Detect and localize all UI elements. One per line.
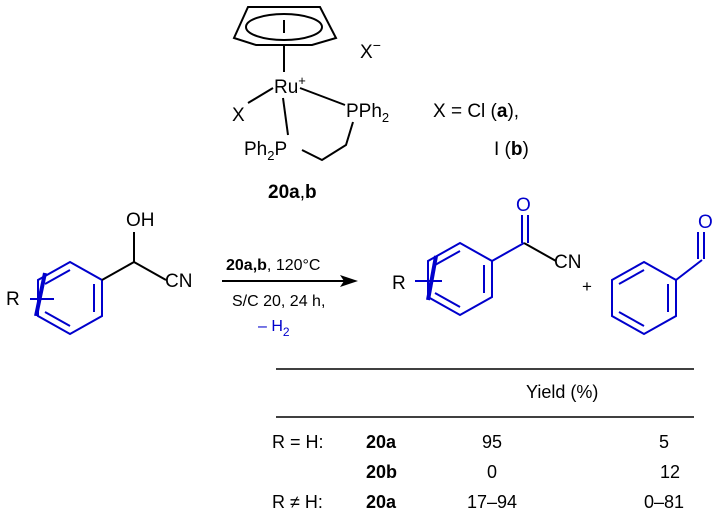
conditions-line3: – H2 — [258, 318, 290, 339]
catalyst-label: 20a,b — [268, 182, 317, 203]
table-row: 20b 0 12 — [366, 462, 680, 482]
substrate-hydroxyl: OH — [126, 210, 155, 231]
ru-atom: Ru+ — [274, 73, 306, 98]
product-benzaldehyde: O — [611, 212, 713, 336]
x-definition-line1: X = Cl (a), — [433, 101, 519, 122]
row-condition: R ≠ H: — [272, 492, 323, 512]
yield-table: Yield (%) R = H: 20a 95 5 20b 0 12 R ≠ H… — [272, 368, 694, 512]
product-benzoyl-cyanide: R O CN — [392, 195, 581, 317]
substrate-nitrile: CN — [165, 271, 192, 292]
product1-benzene-ring — [427, 241, 493, 317]
row-yield-benzoyl-cyanide: 0 — [487, 462, 497, 482]
row-yield-benzaldehyde: 5 — [659, 432, 669, 452]
row-yield-benzoyl-cyanide: 95 — [482, 432, 502, 452]
product1-r-marker — [426, 255, 438, 301]
product1-r-group: R — [392, 273, 406, 294]
row-catalyst: 20a — [366, 492, 397, 512]
ethylene-bridge — [301, 121, 354, 162]
benzene-ring-ligand — [232, 6, 338, 46]
table-header-yield: Yield (%) — [526, 382, 598, 402]
ruthenium-catalyst: Ru+ X− X PPh2 Ph2P X = Cl (a), I (b) 20a… — [232, 6, 529, 203]
row-yield-benzaldehyde: 0–81 — [644, 492, 684, 512]
ru-x-bond — [247, 87, 274, 104]
x-definition-line2: I (b) — [494, 139, 529, 160]
plus-sign: + — [582, 277, 592, 296]
product1-carbonyl-oxygen: O — [516, 195, 531, 216]
product1-nitrile: CN — [554, 252, 581, 273]
row-yield-benzaldehyde: 12 — [660, 462, 680, 482]
product2-aldehyde-oxygen: O — [698, 212, 713, 233]
product2-benzene-ring — [611, 260, 677, 336]
row-condition: R = H: — [272, 432, 324, 452]
table-row: R = H: 20a 95 5 — [272, 432, 669, 452]
x-ligand: X — [232, 105, 245, 126]
ru-p-right-bond — [299, 87, 346, 106]
counter-ion: X− — [360, 37, 381, 63]
conditions-line2: S/C 20, 24 h, — [232, 293, 325, 310]
table-row: R ≠ H: 20a 17–94 0–81 — [272, 492, 684, 512]
row-catalyst: 20a — [366, 432, 397, 452]
reaction-arrow-group: 20a,b, 120°C S/C 20, 24 h, – H2 — [222, 257, 358, 339]
row-catalyst: 20b — [366, 462, 397, 482]
reaction-arrowhead — [340, 275, 358, 287]
row-yield-benzoyl-cyanide: 17–94 — [467, 492, 517, 512]
ru-p-left-bond — [282, 97, 289, 136]
phosphine-right: PPh2 — [346, 101, 389, 125]
conditions-line1: 20a,b, 120°C — [226, 257, 320, 274]
substrate-r-marker — [34, 272, 47, 317]
substrate-molecule: R OH CN — [6, 210, 192, 336]
substrate-r-group: R — [6, 289, 20, 310]
phosphine-left: Ph2P — [244, 139, 287, 163]
